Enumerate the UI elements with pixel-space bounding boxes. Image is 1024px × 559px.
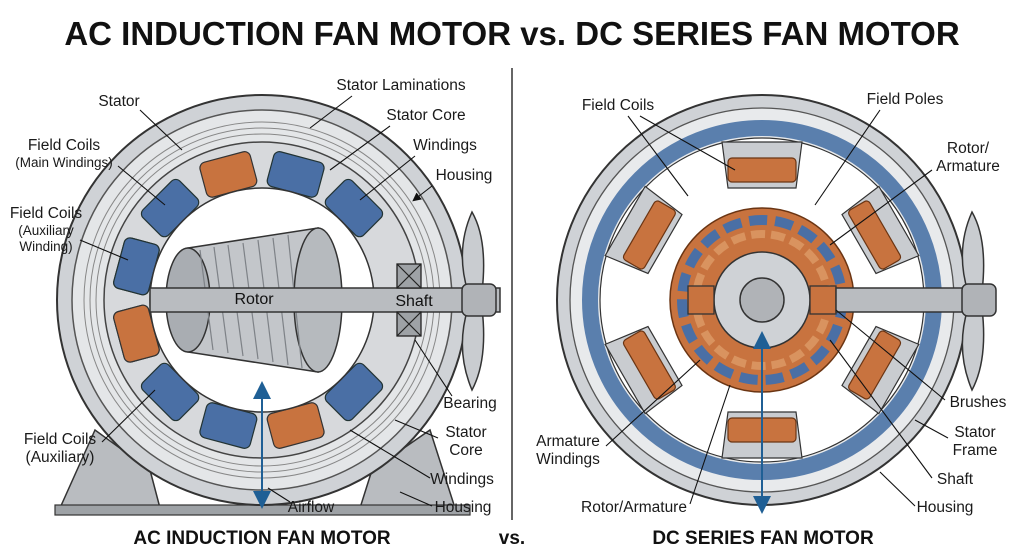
ac-labels: Stator Stator Laminations Stator Core Wi…: [10, 77, 497, 516]
label-windings-bottom: Windings: [430, 471, 494, 488]
vs-label: vs.: [499, 528, 525, 549]
dc-brush-right: [809, 285, 837, 315]
label-dc-shaft: Shaft: [937, 471, 974, 488]
ac-shaft: [149, 287, 501, 313]
ac-fan: [461, 210, 497, 392]
ac-caption: AC INDUCTION FAN MOTOR: [133, 528, 390, 549]
label-windings-top: Windings: [413, 137, 477, 154]
label-dc-field-poles: Field Poles: [867, 91, 944, 108]
label-dc-armature-windings-2: Windings: [536, 451, 600, 468]
label-field-coils-main-1: Field Coils: [28, 137, 101, 154]
dc-brush-left: [687, 285, 715, 315]
label-housing-bottom: Housing: [435, 499, 492, 516]
diagram-title: AC INDUCTION FAN MOTOR vs. DC SERIES FAN…: [64, 15, 960, 52]
label-field-coils-main-2: (Main Windings): [15, 155, 113, 170]
label-stator-laminations: Stator Laminations: [336, 77, 465, 94]
label-stator-core-top: Stator Core: [386, 107, 465, 124]
dc-labels: Field Coils Field Poles Rotor/ Armature …: [536, 91, 1007, 516]
label-field-coils-aux-3: Winding): [19, 239, 72, 254]
label-dc-brushes: Brushes: [950, 394, 1007, 411]
label-dc-housing: Housing: [917, 499, 974, 516]
dc-field-poles: [604, 141, 920, 459]
label-dc-armature-windings-1: Armature: [536, 433, 600, 450]
label-stator-core-bottom-1: Stator: [445, 424, 486, 441]
label-airflow: Airflow: [288, 499, 335, 516]
label-stator: Stator: [98, 93, 139, 110]
label-housing-top: Housing: [436, 167, 493, 184]
label-field-coils-aux-2: (Auxiliary: [18, 223, 74, 238]
label-dc-rotor-armature-2: Armature: [936, 158, 1000, 175]
label-dc-stator-frame-2: Frame: [953, 442, 998, 459]
ac-motor-drawing: [54, 94, 501, 516]
label-stator-core-bottom-2: Core: [449, 442, 483, 459]
label-dc-field-coils: Field Coils: [582, 97, 655, 114]
label-rotor: Rotor: [234, 291, 274, 308]
label-shaft: Shaft: [395, 293, 433, 310]
ac-windings: [113, 151, 384, 449]
ac-base: [54, 504, 471, 516]
label-field-coils-bottom-1: Field Coils: [24, 431, 97, 448]
dc-fan: [961, 210, 997, 392]
label-field-coils-bottom-2: (Auxiliary): [26, 449, 95, 466]
label-dc-stator-frame-1: Stator: [954, 424, 995, 441]
label-field-coils-aux-1: Field Coils: [10, 205, 83, 222]
dc-caption: DC SERIES FAN MOTOR: [652, 528, 874, 549]
label-dc-rotor-armature-1: Rotor/: [947, 140, 990, 157]
label-bearing: Bearing: [443, 395, 496, 412]
dc-motor-drawing: [556, 94, 997, 514]
label-dc-rotor-armature-bottom: Rotor/Armature: [581, 499, 687, 516]
